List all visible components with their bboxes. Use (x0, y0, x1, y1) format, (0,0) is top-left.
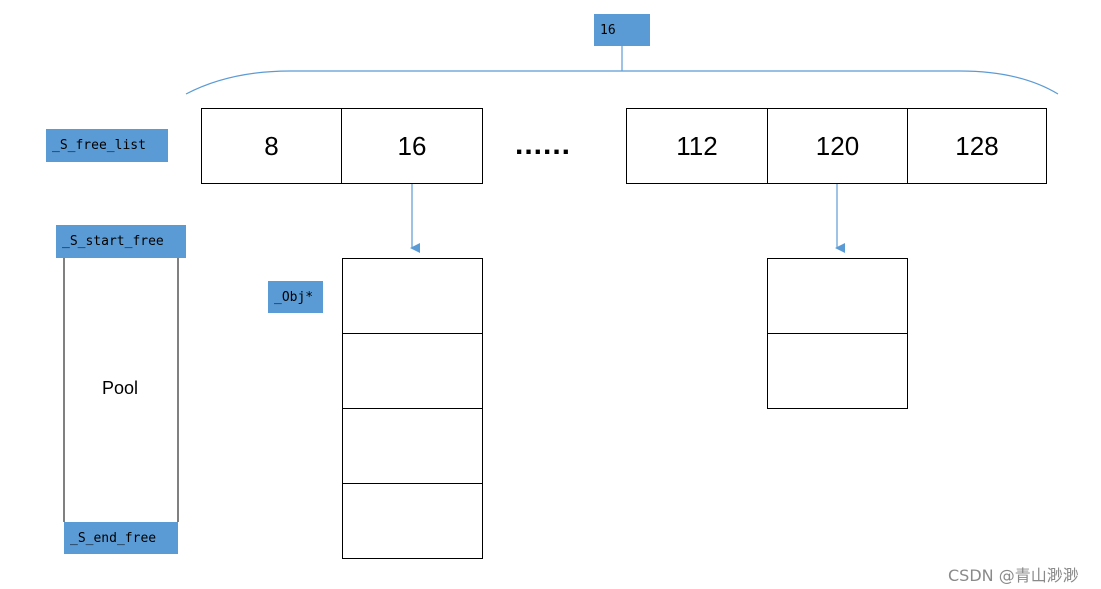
obj-pointer-label: _Obj* (268, 281, 323, 313)
top-brace (185, 70, 1059, 95)
start-free-label: _S_start_free (56, 225, 186, 258)
free-list-cell-128: 128 (907, 108, 1047, 184)
chain-120-block-2 (767, 333, 908, 409)
chain-120-block-1 (767, 258, 908, 334)
end-free-label: _S_end_free (64, 522, 178, 554)
free-list-cell-16: 16 (341, 108, 483, 184)
obj-block-1 (342, 258, 483, 334)
free-list-cell-112: 112 (626, 108, 768, 184)
free-list-label: _S_free_list (46, 129, 168, 162)
obj-block-3 (342, 408, 483, 484)
free-list-cell-8: 8 (201, 108, 342, 184)
free-list-ellipsis: ...... (515, 128, 572, 161)
obj-block-2 (342, 333, 483, 409)
watermark: CSDN @青山渺渺 (948, 566, 1079, 585)
top-size-label: 16 (594, 14, 650, 46)
obj-block-4 (342, 483, 483, 559)
pool-label: Pool (102, 378, 139, 398)
free-list-cell-120: 120 (767, 108, 908, 184)
